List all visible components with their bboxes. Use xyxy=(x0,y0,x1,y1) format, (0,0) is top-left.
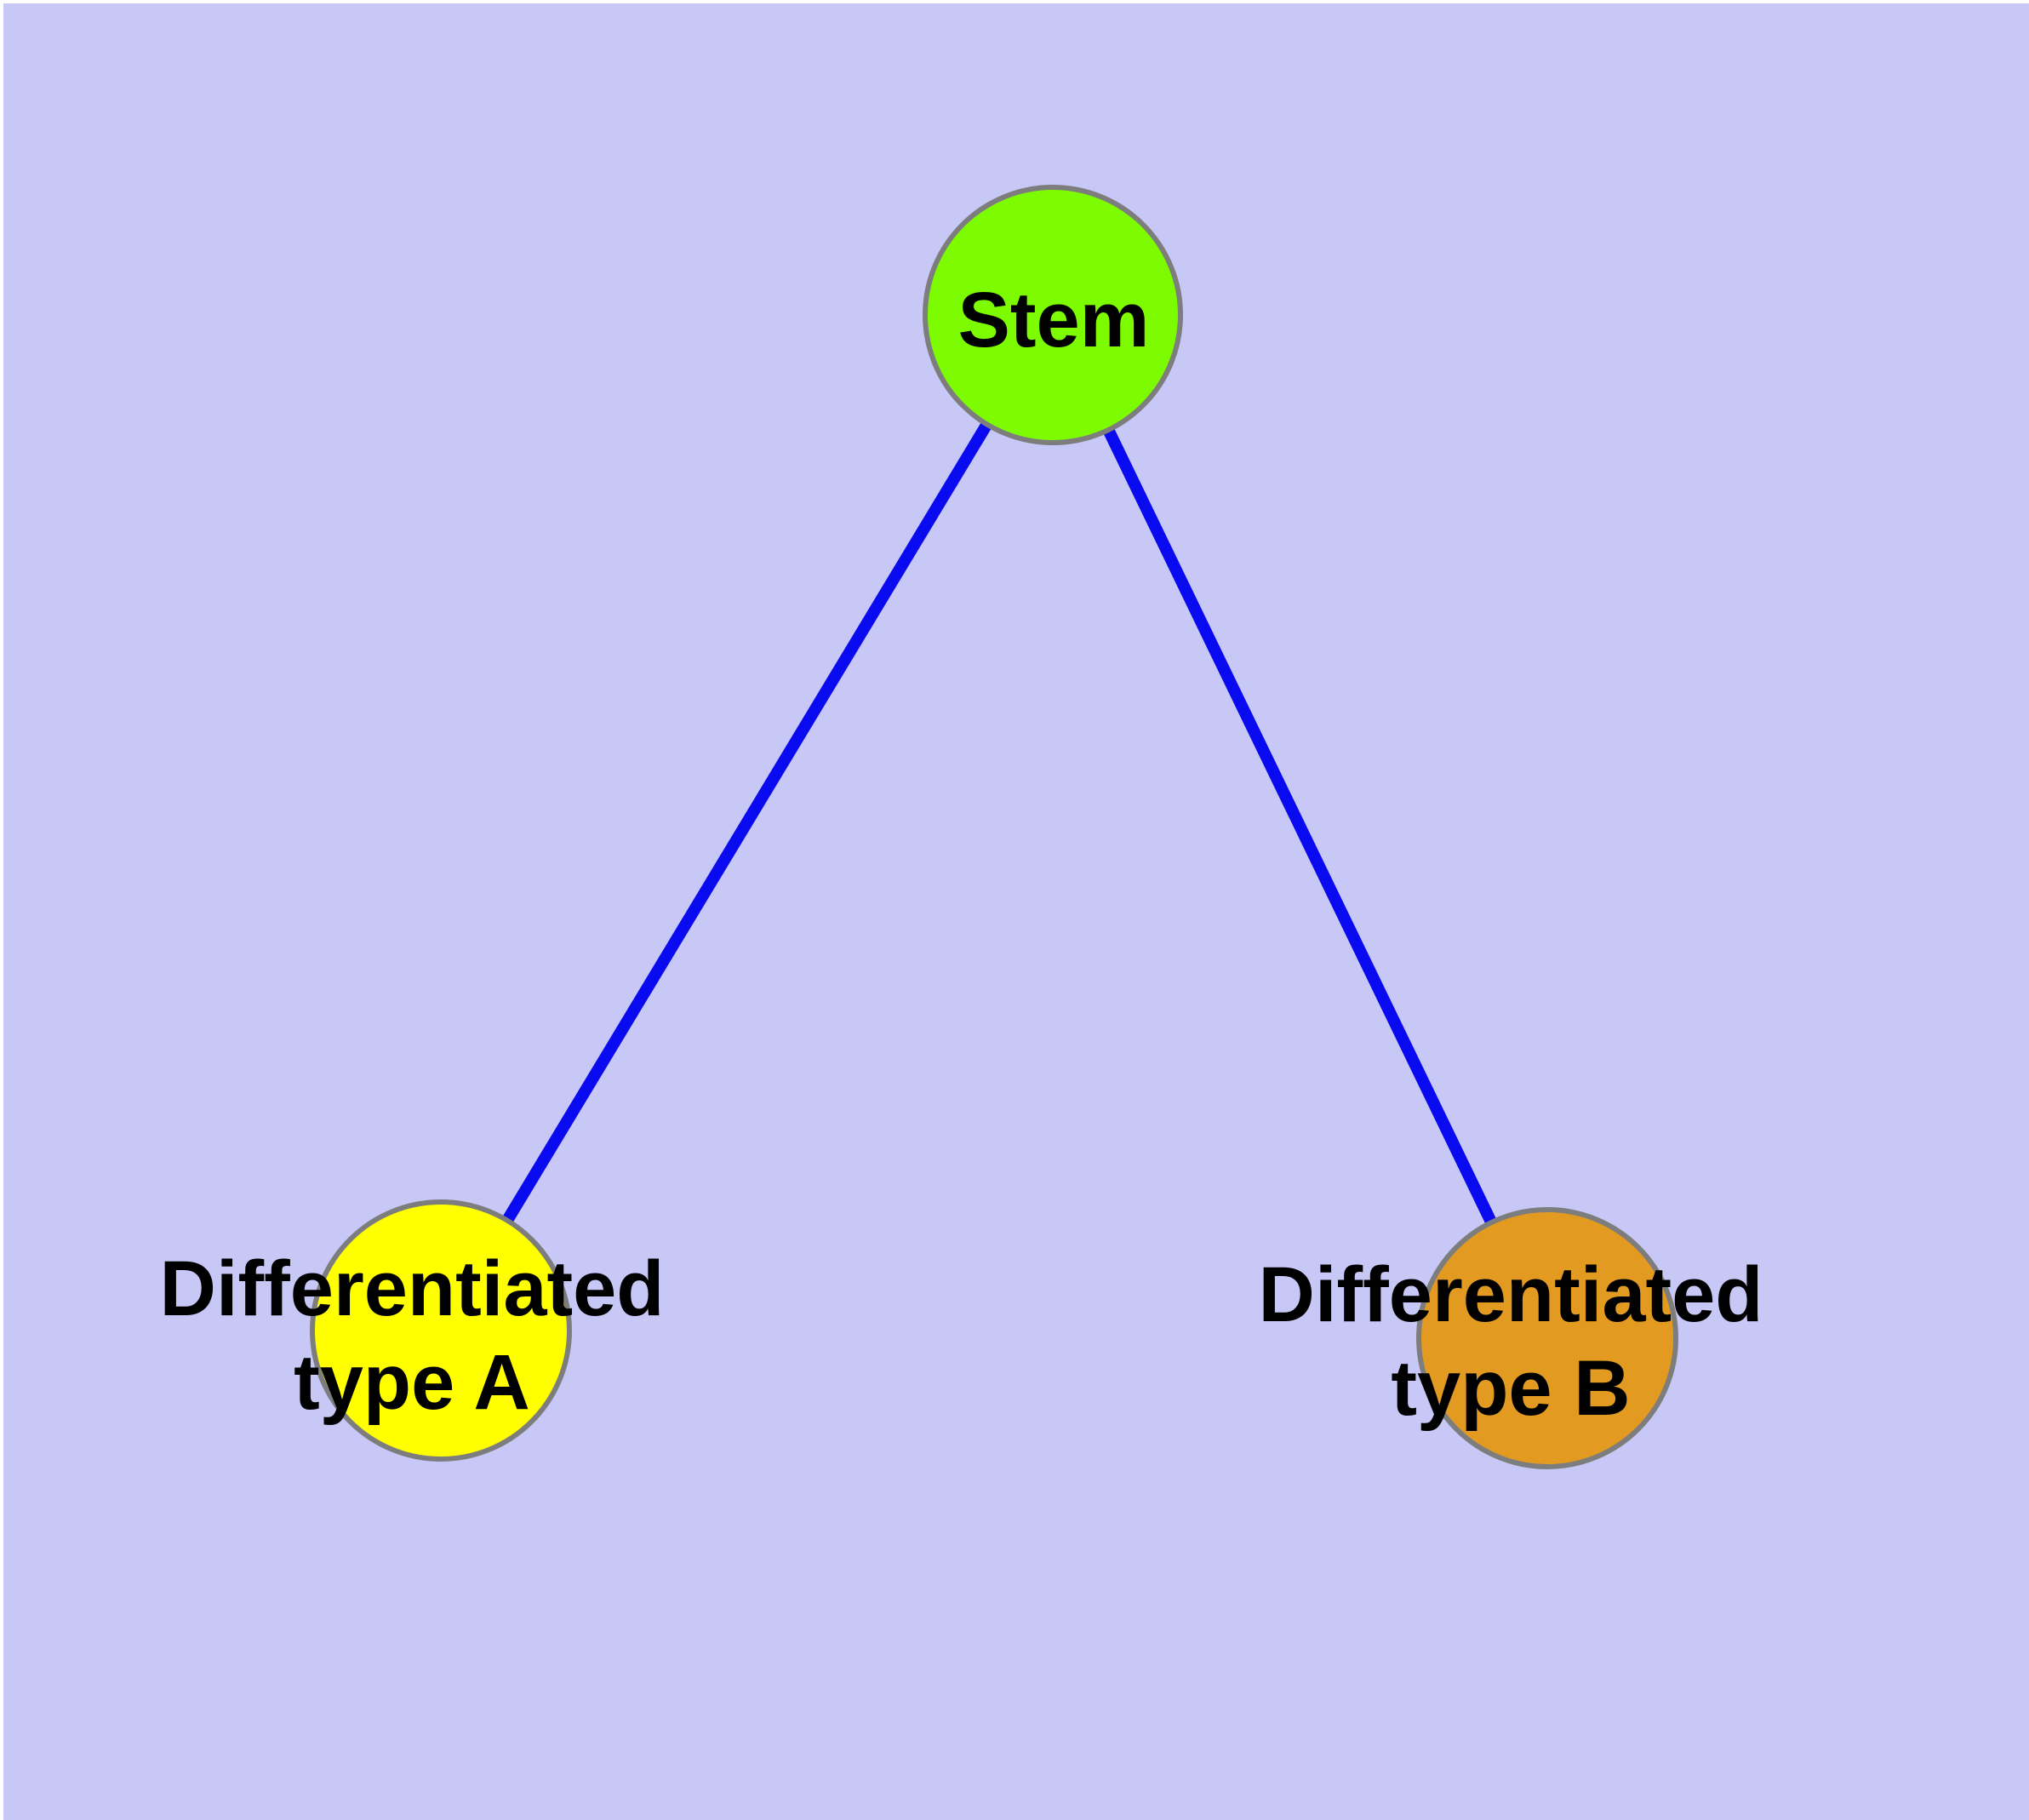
edge-stem-to-type-a xyxy=(436,312,1058,1334)
node-label-stem: Stem xyxy=(958,277,1150,363)
node-differentiated-type-b xyxy=(1416,1207,1678,1469)
node-differentiated-type-a xyxy=(310,1199,572,1462)
edge-stem-to-type-b xyxy=(1047,312,1553,1342)
node-label-type-a-line-1: Differentiated xyxy=(160,1245,665,1332)
node-label-type-a-line-2: type A xyxy=(294,1339,530,1426)
node-label-type-b-line-1: Differentiated xyxy=(1259,1251,1763,1338)
node-stem xyxy=(923,185,1183,445)
node-label-type-b-line-2: type B xyxy=(1391,1345,1630,1432)
